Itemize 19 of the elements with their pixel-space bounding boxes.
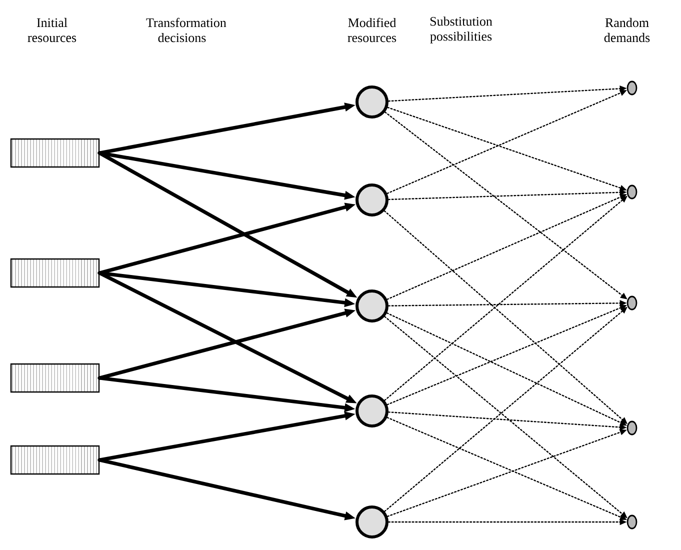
demand-dot <box>626 296 638 310</box>
demand-dot <box>626 184 638 200</box>
resource-circle <box>356 290 388 322</box>
resource-rectangle <box>10 258 100 288</box>
resource-circle <box>356 506 388 538</box>
resource-circle <box>356 86 388 118</box>
demand-dot <box>626 514 638 530</box>
column-header: Substitution possibilities <box>430 16 492 44</box>
column-header: Random demands <box>604 18 650 42</box>
column-header: Transformation decisions <box>146 18 226 42</box>
resource-rectangle <box>10 445 100 475</box>
demand-dot <box>626 420 638 436</box>
resource-rectangle <box>10 363 100 393</box>
column-header: Initial resources <box>28 18 76 42</box>
column-header: Modified resources <box>348 18 396 42</box>
resource-rectangle <box>10 138 100 168</box>
resource-circle <box>356 394 388 428</box>
resource-circle <box>356 184 388 216</box>
demand-dot <box>626 80 638 96</box>
